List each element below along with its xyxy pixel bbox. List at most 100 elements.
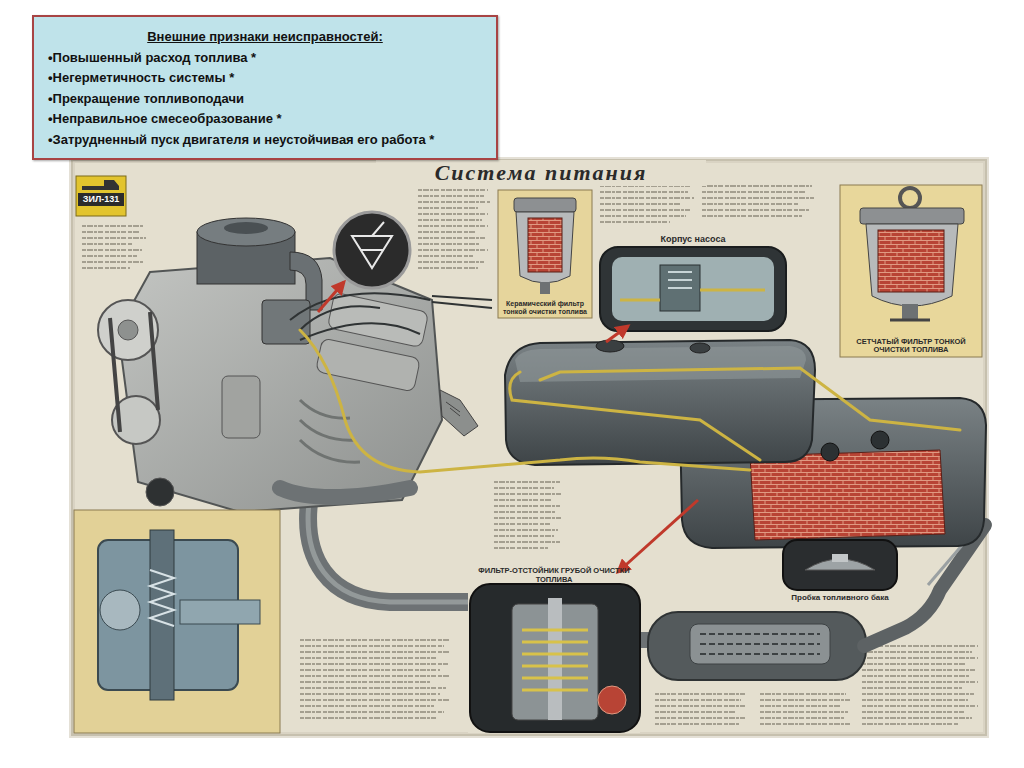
fuel-gauge-sensor <box>690 343 710 353</box>
valve-cover <box>327 292 428 347</box>
panel-heading: Внешние признаки неисправностей: <box>48 27 482 48</box>
pulley <box>98 300 158 360</box>
inset-frame <box>783 540 897 590</box>
drive-belt <box>110 312 158 432</box>
inset-caption: Керамический фильтр тонкой очистки топли… <box>501 300 589 316</box>
symptom-item: •Повышенный расход топлива * <box>48 48 482 69</box>
filter-cover <box>860 208 964 224</box>
pulley-hub <box>118 320 138 340</box>
fuel-line <box>510 372 760 460</box>
fine-print-block <box>702 186 814 216</box>
inset-panel <box>840 185 982 357</box>
inset-frame <box>470 584 640 732</box>
valve-cover <box>316 338 421 392</box>
pointer-arrow <box>318 282 344 312</box>
inset-caption-box: Керамический фильтр тонкой очистки топли… <box>498 190 592 318</box>
symptom-item: •Негерметичность системы * <box>48 68 482 89</box>
settling-plates <box>522 630 588 690</box>
pulley <box>146 478 174 506</box>
logo-plate <box>76 176 126 216</box>
fuel-tank-front <box>505 340 815 465</box>
symptom-item: •Прекращение топливоподачи <box>48 89 482 110</box>
accelerator-pedal <box>440 390 478 436</box>
pump-chamber <box>660 265 700 311</box>
tap <box>821 443 839 461</box>
tap <box>871 431 889 449</box>
muffler <box>648 612 866 680</box>
tank-top-highlight <box>515 346 806 382</box>
poster-sheet <box>72 160 986 735</box>
control-cables <box>290 293 430 340</box>
fuel-tanks <box>505 340 986 548</box>
center-rod <box>548 598 562 720</box>
muffler-perforation <box>700 634 820 654</box>
ceramic-element <box>528 218 562 272</box>
fuel-line <box>540 368 960 430</box>
sieve-element <box>878 230 944 292</box>
symptom-item: •Затрудненный пуск двигателя и неустойчи… <box>48 130 482 151</box>
fine-print-block <box>82 226 146 268</box>
symptoms-panel: Внешние признаки неисправностей:•Повышен… <box>32 15 498 160</box>
fine-print-block <box>418 190 490 268</box>
exhaust-manifold <box>280 488 410 497</box>
valve-inset <box>334 212 410 288</box>
detail-circle <box>598 686 626 714</box>
exhaust-pipe-highlight <box>308 495 470 602</box>
inset-caption-box: СЕТЧАТЫЙ ФИЛЬТР ТОНКОЙ ОЧИСТКИ ТОПЛИВА <box>840 185 982 357</box>
exhaust-pipe <box>308 495 470 602</box>
poster-title: Система питания <box>376 160 706 186</box>
pointer-arrows <box>318 282 698 572</box>
pump-fuel-channel <box>620 290 765 300</box>
inset-panel <box>498 190 592 318</box>
mechanism-outlet <box>180 600 260 624</box>
engine <box>98 218 492 512</box>
carburetor <box>262 300 310 344</box>
air-cleaner-nut <box>224 222 268 234</box>
oil-filter <box>222 376 260 438</box>
fine-print-block <box>655 694 850 724</box>
filter-bail <box>900 188 920 208</box>
mechanism-spring <box>150 570 174 626</box>
inset-caption: Пробка топливного бака <box>786 593 894 602</box>
inset-caption: Корпус насоса <box>603 234 783 244</box>
filler-neck <box>596 340 624 352</box>
inset-caption-box: ФИЛЬТР-ОТСТОЙНИК ГРУБОЙ ОЧИСТКИ ТОПЛИВА <box>468 565 640 733</box>
inset-frame <box>600 247 786 331</box>
filter-fitting <box>902 304 918 320</box>
filter-fitting <box>540 282 550 294</box>
air-cleaner-lid <box>197 218 295 246</box>
fine-print-block <box>600 186 694 222</box>
fine-print-block <box>494 482 562 548</box>
poster-edge-wear <box>72 160 986 735</box>
filter-bowl <box>866 224 958 306</box>
filter-cover <box>514 198 576 212</box>
manifold-runners <box>300 400 360 462</box>
cap-handle <box>832 554 848 562</box>
inset-ground <box>468 565 640 733</box>
pedal-spring <box>446 402 460 416</box>
filter-bowl <box>516 212 574 283</box>
logo-truck <box>82 180 119 190</box>
pointer-arrow <box>606 326 628 342</box>
inset-caption-box: Пробка топливного бака <box>783 540 897 612</box>
pump-diaphragm <box>668 272 692 288</box>
pump-section <box>612 257 774 321</box>
tank-cutaway <box>750 450 945 540</box>
fine-print-block <box>300 640 450 718</box>
inset-caption: ФИЛЬТР-ОТСТОЙНИК ГРУБОЙ ОЧИСТКИ ТОПЛИВА <box>471 567 637 584</box>
filter-fitting <box>890 319 930 322</box>
logo-band <box>78 193 124 206</box>
engine-block <box>118 258 442 512</box>
inset-caption-box: Корпус насоса <box>600 232 786 332</box>
inset-caption: СЕТЧАТЫЙ ФИЛЬТР ТОНКОЙ ОЧИСТКИ ТОПЛИВА <box>843 338 979 355</box>
fine-print-block <box>862 646 978 724</box>
mechanism-shaft <box>150 530 174 700</box>
pointer-arrow <box>618 500 698 572</box>
control-cables <box>432 296 492 308</box>
valve-drawing <box>352 222 392 268</box>
symptom-item: •Неправильное смесеобразование * <box>48 109 482 130</box>
muffler-cutaway <box>690 624 830 664</box>
inset-panel <box>74 510 280 733</box>
mechanism-disc <box>100 590 140 630</box>
